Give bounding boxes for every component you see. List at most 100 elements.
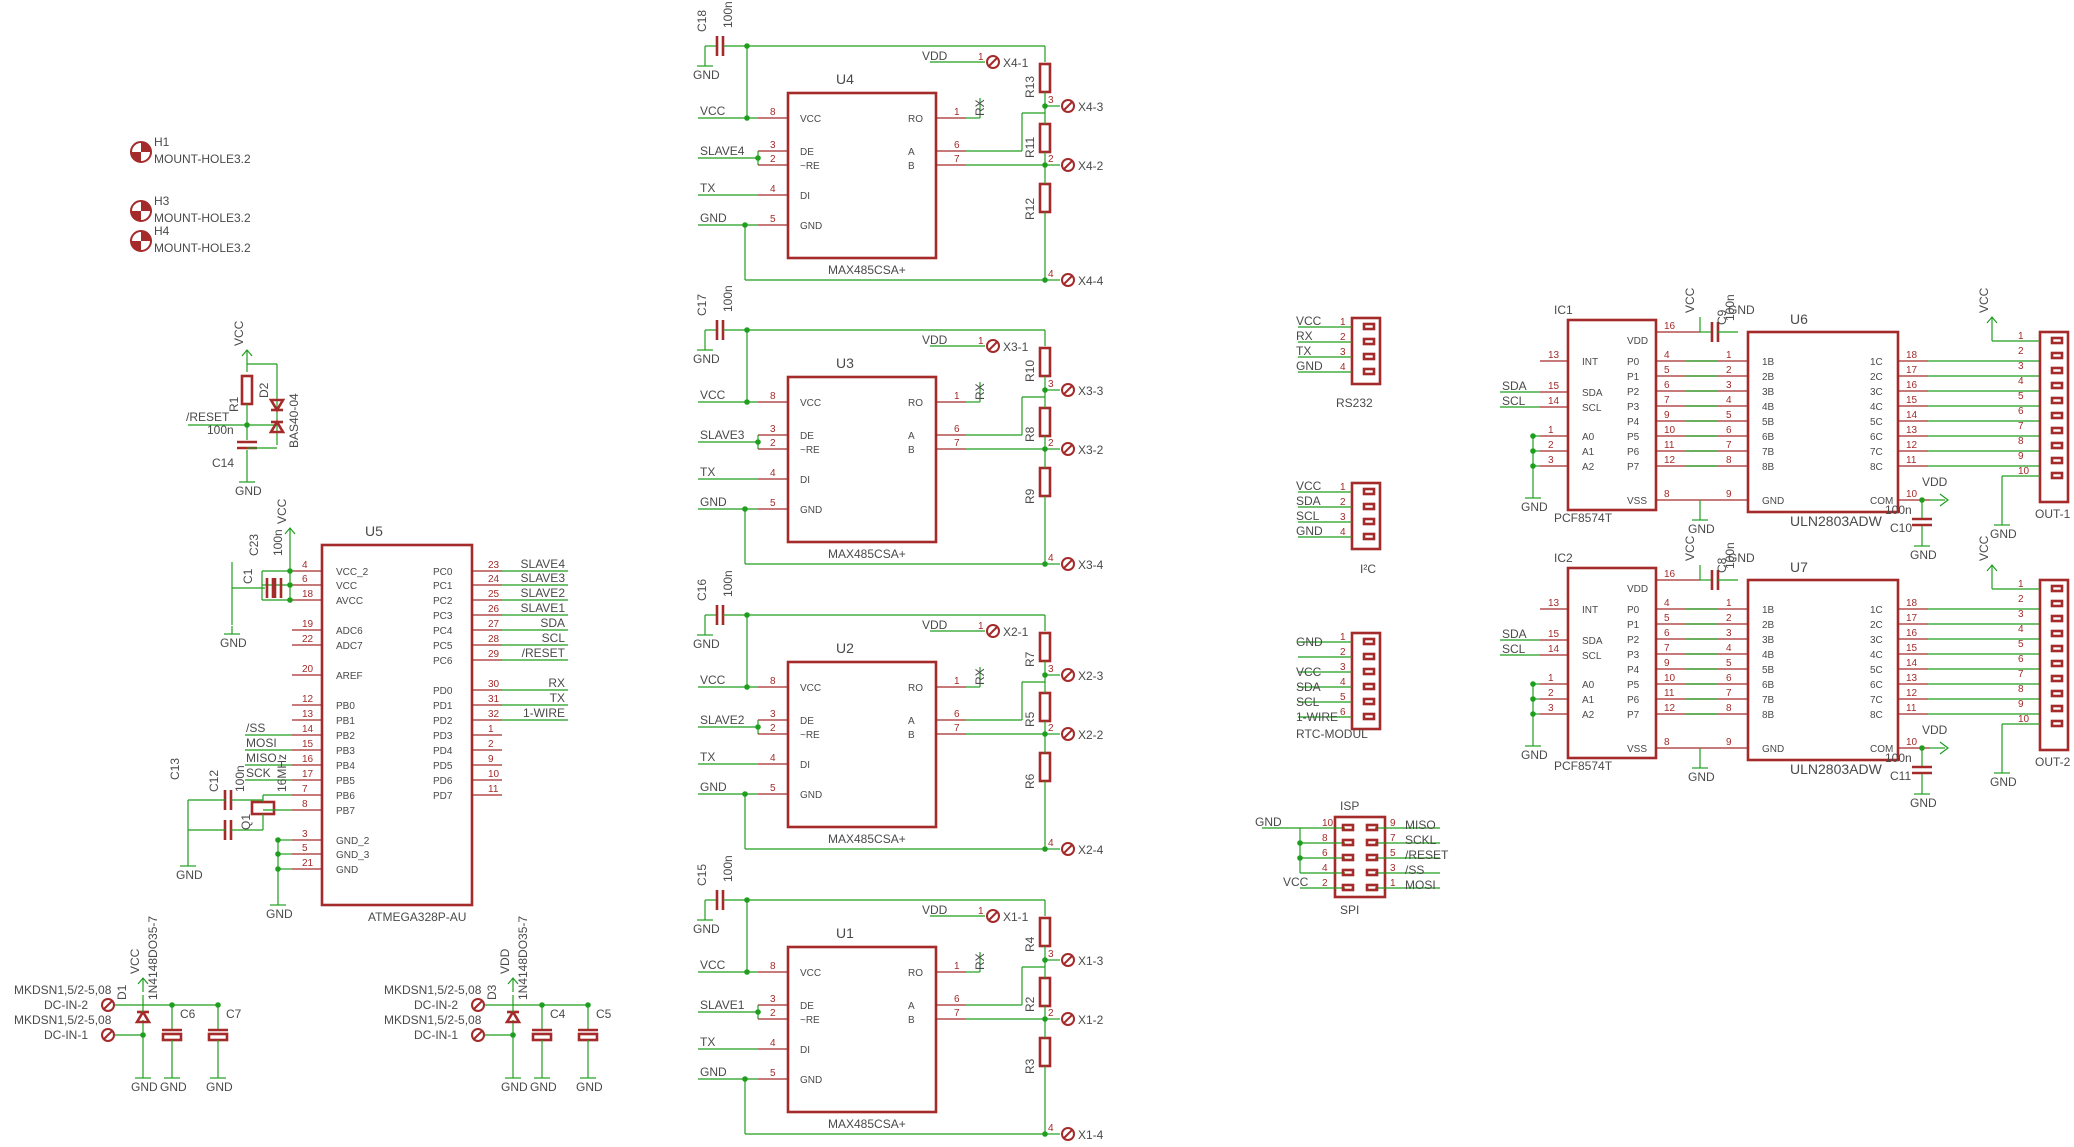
pcf8574-pin-num: 4 <box>1664 598 1670 609</box>
uln2803-value: ULN2803ADW <box>1790 513 1883 529</box>
uln2803-pin-num: 13 <box>1906 673 1918 684</box>
rs485-terminal <box>986 909 1000 923</box>
uln2803-pin-name: 8B <box>1762 462 1775 473</box>
pcf8574-pin-name: P3 <box>1627 650 1640 661</box>
rs485-transceiver <box>786 660 938 829</box>
pcf8574-vdd: VDD <box>1627 336 1648 347</box>
i2c-pin-num: 3 <box>1340 512 1346 523</box>
isp-pin-num: 9 <box>1390 818 1396 829</box>
uln2803-pin-num: 9 <box>1726 737 1732 748</box>
gnd-label: GND <box>220 636 247 650</box>
pcf8574-pin-num: 13 <box>1548 598 1560 609</box>
terminal-slash <box>103 1000 113 1010</box>
junction <box>275 851 281 857</box>
gnd-label: GND <box>235 484 262 498</box>
output-pin-icon <box>2050 629 2064 638</box>
supply-arrow <box>1939 741 1949 755</box>
uln2803-pin-num: 10 <box>1906 737 1918 748</box>
pcf8574-pin-name: P2 <box>1627 387 1640 398</box>
rtc-pin-num: 5 <box>1340 692 1346 703</box>
isp-pin-icon <box>1365 838 1379 847</box>
term-num: 3 <box>1048 949 1054 960</box>
diode-ref: D3 <box>485 984 499 1000</box>
rs485-pin-name: ~RE <box>800 445 820 456</box>
output-pin-icon <box>2050 584 2064 593</box>
resistor-ref: R1 <box>227 396 241 412</box>
dc-terminal <box>471 998 485 1012</box>
resistor-ref: R3 <box>1023 1058 1037 1074</box>
diode-icon <box>504 1009 522 1024</box>
rs485-vcc-net: VCC <box>700 673 726 687</box>
mcu-pin-num: 30 <box>488 679 500 690</box>
mount-holes: H1MOUNT-HOLE3.2H3MOUNT-HOLE3.2H4MOUNT-HO… <box>130 135 251 255</box>
rs485-pin-num: 8 <box>770 676 776 687</box>
terminal-slash <box>1063 385 1073 395</box>
mount-hole-ref: H4 <box>154 224 170 238</box>
rs485-gnd-net: GND <box>700 1065 727 1079</box>
rs485-pin-num: 1 <box>954 961 960 972</box>
term-num: 1 <box>978 906 984 917</box>
cap-ref: C11 <box>1890 769 1911 783</box>
terminal-label: X4-2 <box>1078 159 1104 173</box>
uln2803-pin-num: 8 <box>1726 455 1732 466</box>
rs485-vdd-label: VDD <box>922 49 948 63</box>
rs485-terminal <box>1061 557 1075 571</box>
rs485-pin-num: 7 <box>954 723 960 734</box>
rs485-pin-num: 3 <box>770 424 776 435</box>
uln2803-pin-num: 12 <box>1906 688 1918 699</box>
output-pin-num: 2 <box>2018 594 2024 605</box>
rs485-pin-name: A <box>908 716 915 727</box>
pcf8574-pin-num: 12 <box>1664 455 1676 466</box>
uln2803-pin-name: 2B <box>1762 620 1775 631</box>
pcf8574-pin-num: 5 <box>1664 613 1670 624</box>
rs485-terminal <box>1061 99 1075 113</box>
rs485-pin-num: 2 <box>770 1008 776 1019</box>
output-connector <box>2038 330 2070 504</box>
rs485-pin-num: 7 <box>954 1008 960 1019</box>
rs485-pin-name: GND <box>800 790 822 801</box>
resistor-ref: R11 <box>1023 137 1037 158</box>
mcu-pin-name: AREF <box>336 671 363 682</box>
gnd-label: GND <box>1688 770 1715 784</box>
cap-ref: C4 <box>550 1007 566 1021</box>
rs485-terminal <box>1061 158 1075 172</box>
pcf8574-pin-num: 6 <box>1664 628 1670 639</box>
uln2803-pin-name: 3B <box>1762 387 1775 398</box>
pcf8574-pin-num: 3 <box>1548 455 1554 466</box>
pcf8574-scl-net: SCL <box>1502 642 1526 656</box>
power-input-blocks: MKDSN1,5/2-5,08DC-IN-2MKDSN1,5/2-5,08DC-… <box>14 916 612 1094</box>
gnd-label: GND <box>693 352 720 366</box>
cap-value: 100n <box>1885 503 1912 517</box>
uln2803-pin-name: 7C <box>1870 695 1883 706</box>
gnd-label: GND <box>693 922 720 936</box>
uln2803-pin-name: 6C <box>1870 432 1883 443</box>
mcu-net-label: SCK <box>246 766 271 780</box>
rs485-value: MAX485CSA+ <box>828 832 906 846</box>
rs232-pin-num: 3 <box>1340 347 1346 358</box>
mcu-pin-name: PB7 <box>336 806 355 817</box>
rs485-terminal <box>1061 383 1075 397</box>
uln2803-pin-num: 10 <box>1906 489 1918 500</box>
uln2803-pin-name: 2C <box>1870 372 1883 383</box>
i2c-pin-label: SDA <box>1296 494 1321 508</box>
diode-icon <box>268 398 286 413</box>
isp-pin-icon <box>1341 868 1355 877</box>
term-num: 3 <box>1048 664 1054 675</box>
junction <box>275 837 281 843</box>
pcf8574-pin-num: 5 <box>1664 365 1670 376</box>
uln2803-pin-num: 1 <box>1726 598 1732 609</box>
terminal-slash <box>1063 275 1073 285</box>
mcu-net-label: SCL <box>542 631 566 645</box>
pcf8574-vss: VSS <box>1627 496 1647 507</box>
rs485-value: MAX485CSA+ <box>828 547 906 561</box>
uln2803-pin-num: 9 <box>1726 489 1732 500</box>
header-pin-icon <box>1362 502 1376 511</box>
pcf8574-pin-num: 15 <box>1548 629 1560 640</box>
pcf8574-pin-name: P4 <box>1627 665 1640 676</box>
rs485-pin-num: 4 <box>770 1038 776 1049</box>
pcf8574-pin-name: SCL <box>1582 403 1602 414</box>
rs485-pin-num: 6 <box>954 140 960 151</box>
header-pin-icon <box>1362 682 1376 691</box>
uln2803-pin-name: 4C <box>1870 650 1883 661</box>
rs485-terminal <box>986 339 1000 353</box>
